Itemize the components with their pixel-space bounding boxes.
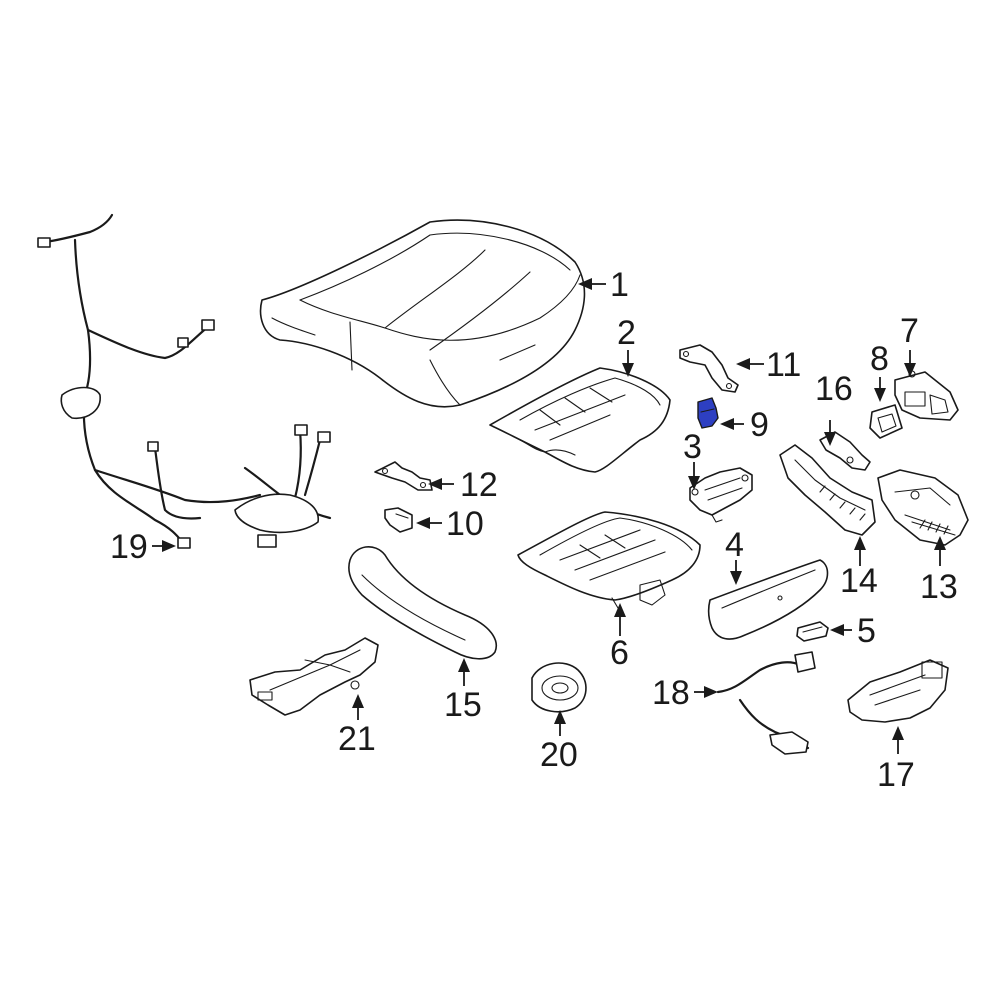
callout-2[interactable]: 2 [617, 314, 636, 352]
part-10-bracket[interactable] [384, 507, 413, 533]
callout-1[interactable]: 1 [610, 266, 629, 304]
callout-21[interactable]: 21 [338, 720, 376, 758]
callout-3[interactable]: 3 [683, 428, 702, 466]
part-19-wiring-harness[interactable] [37, 213, 332, 549]
callout-7[interactable]: 7 [900, 312, 919, 350]
part-5-clip[interactable] [796, 621, 829, 642]
part-4-trim-panel[interactable] [707, 559, 829, 640]
part-7-switch[interactable] [894, 370, 959, 421]
callout-12[interactable]: 12 [460, 466, 498, 504]
callout-4[interactable]: 4 [725, 526, 744, 564]
callout-20[interactable]: 20 [540, 736, 578, 774]
part-17-motor-housing[interactable] [847, 659, 949, 723]
part-18-harness[interactable] [716, 651, 816, 755]
callout-19[interactable]: 19 [110, 528, 148, 566]
callout-5[interactable]: 5 [857, 612, 876, 650]
part-9-highlighted-bracket[interactable] [697, 397, 719, 429]
leaders [152, 278, 946, 754]
part-13-side-shield[interactable] [877, 469, 969, 546]
callout-18[interactable]: 18 [652, 674, 690, 712]
callout-11[interactable]: 11 [766, 346, 801, 384]
part-14-recliner[interactable] [779, 444, 876, 536]
part-1-cushion-cover[interactable] [259, 219, 586, 408]
callout-15[interactable]: 15 [444, 686, 482, 724]
callout-9[interactable]: 9 [750, 406, 769, 444]
part-6-seat-pan[interactable] [517, 511, 701, 609]
callout-10[interactable]: 10 [446, 505, 484, 543]
callout-8[interactable]: 8 [870, 340, 889, 378]
part-11-bracket[interactable] [679, 344, 739, 393]
part-15-side-trim[interactable] [348, 546, 497, 660]
part-20-motor[interactable] [531, 662, 587, 713]
part-8-knob[interactable] [869, 404, 903, 439]
callout-16[interactable]: 16 [815, 370, 853, 408]
callout-17[interactable]: 17 [877, 756, 915, 794]
part-21-bracket-arm[interactable] [249, 637, 379, 716]
callout-6[interactable]: 6 [610, 634, 629, 672]
callout-13[interactable]: 13 [920, 568, 958, 606]
callout-14[interactable]: 14 [840, 562, 878, 600]
part-12-bracket[interactable] [374, 461, 433, 491]
part-3-adjuster[interactable] [689, 467, 753, 523]
part-16-bracket[interactable] [819, 431, 871, 471]
part-2-cushion-pad[interactable] [489, 367, 671, 473]
